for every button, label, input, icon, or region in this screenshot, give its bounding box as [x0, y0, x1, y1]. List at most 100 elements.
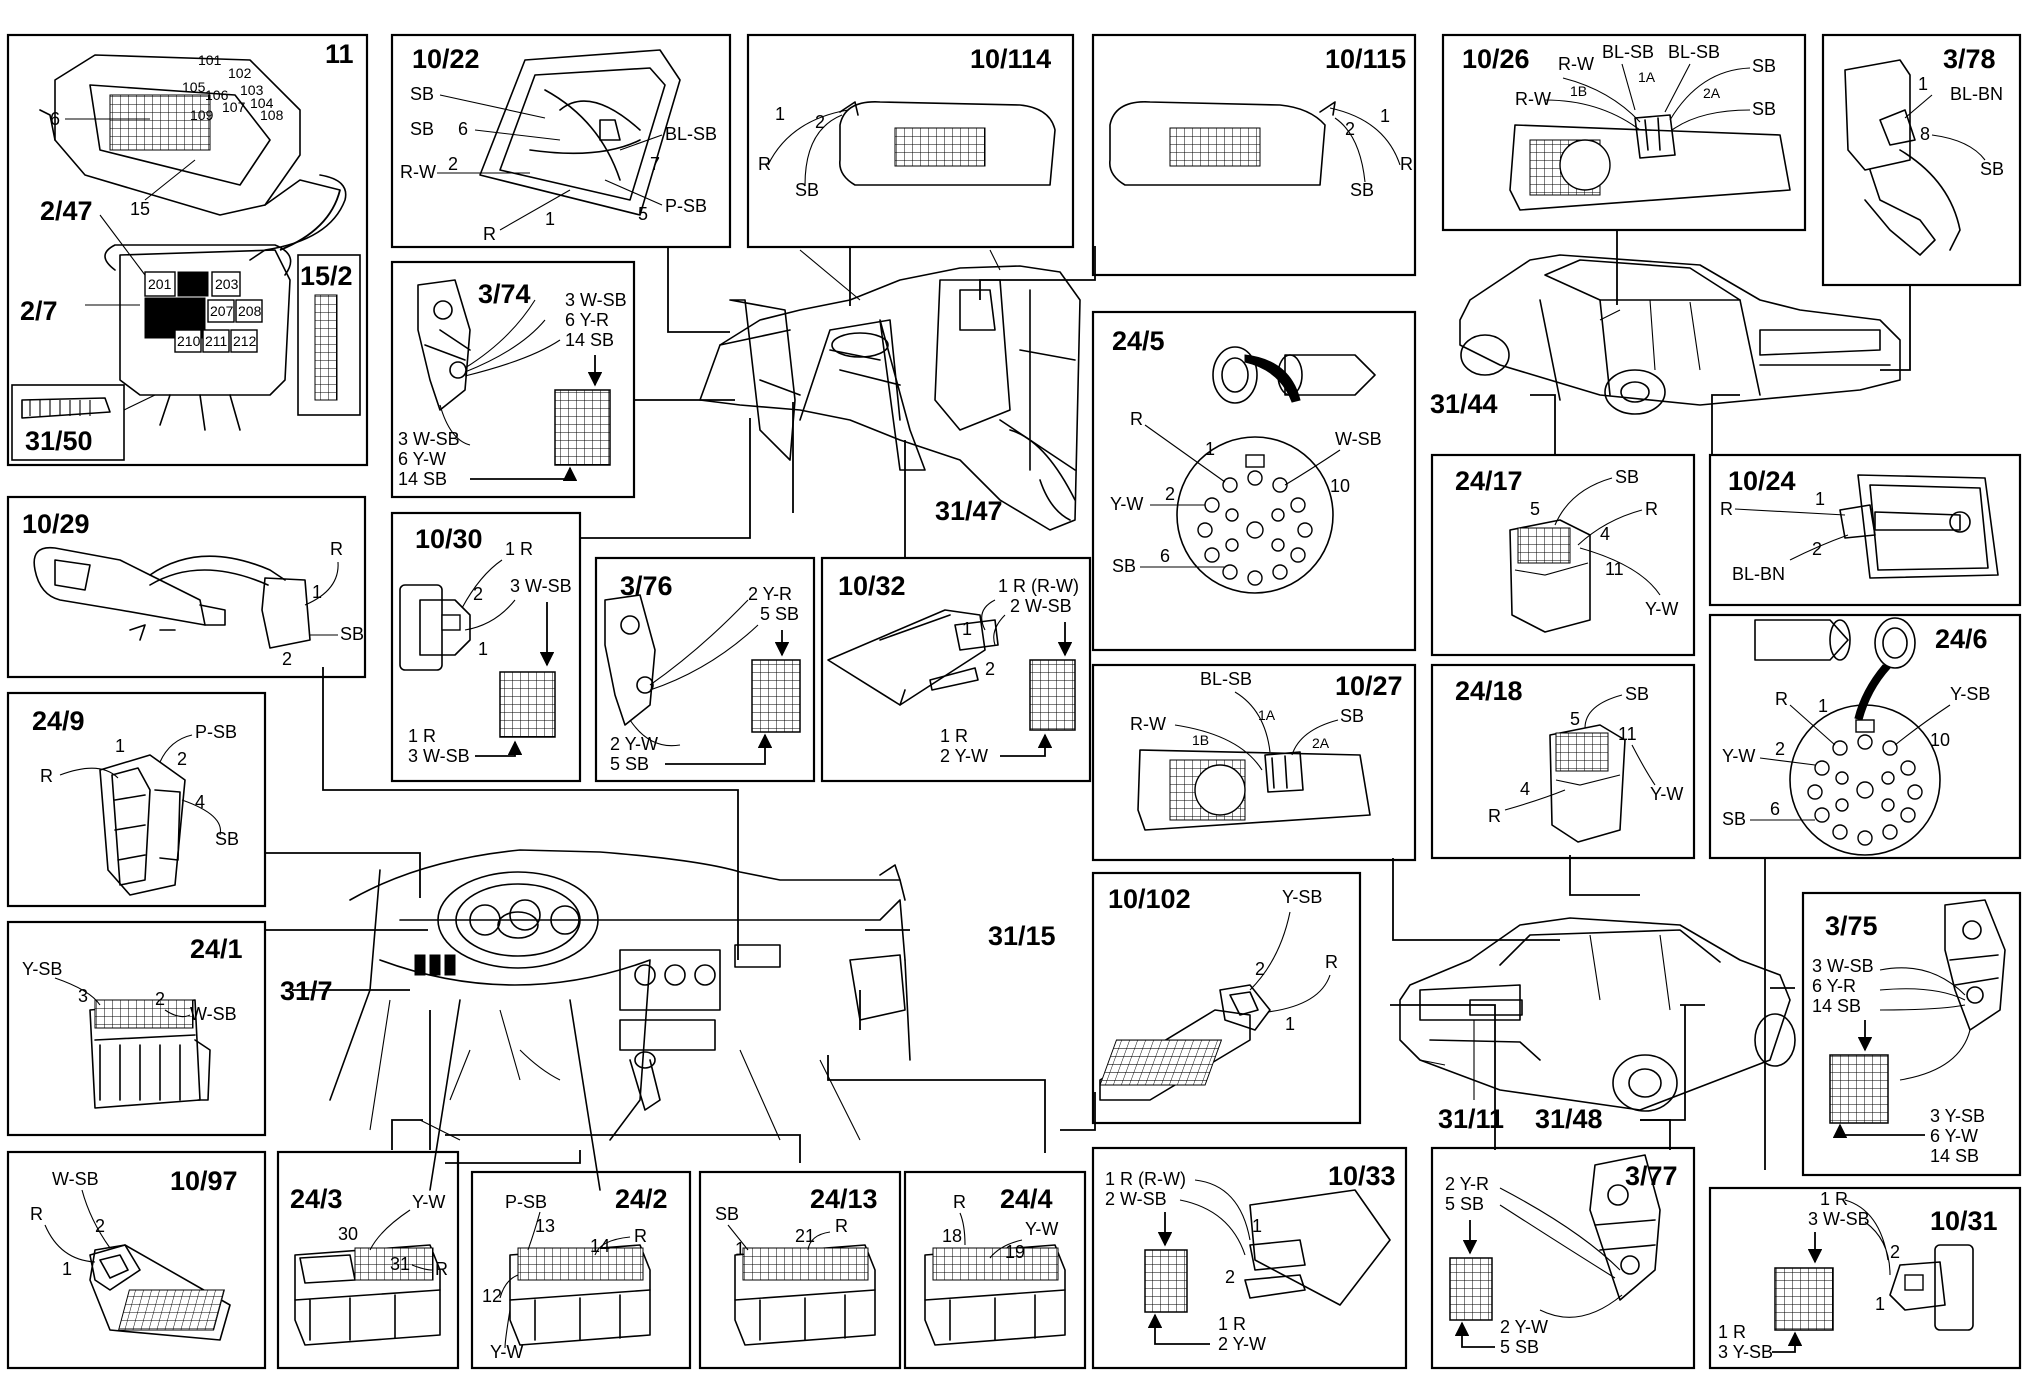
svg-text:Y-SB: Y-SB [22, 959, 62, 979]
svg-text:2 Y-W: 2 Y-W [1218, 1334, 1266, 1354]
svg-text:31: 31 [390, 1254, 410, 1274]
svg-text:211: 211 [205, 333, 228, 349]
label-31-7: 31/7 [280, 976, 333, 1006]
svg-text:SB: SB [1752, 56, 1776, 76]
svg-text:10/114: 10/114 [970, 44, 1051, 74]
svg-text:24/18: 24/18 [1455, 676, 1523, 706]
svg-text:6: 6 [1770, 799, 1780, 819]
svg-text:1: 1 [1285, 1014, 1295, 1034]
svg-text:R-W: R-W [400, 162, 436, 182]
svg-text:SB: SB [1980, 159, 2004, 179]
panel-10-97: 10/97 W-SB 2 R 1 [6, 1150, 267, 1370]
panel-2-47-title: 2/47 [40, 196, 93, 226]
panel-24-9: 24/9 1 P-SB 2 R 4 SB [6, 691, 267, 908]
svg-text:11: 11 [1618, 724, 1637, 744]
panel-10-29: 10/29 R 1 SB 2 [6, 495, 367, 679]
svg-text:2 Y-W: 2 Y-W [610, 734, 658, 754]
svg-text:11: 11 [1605, 559, 1624, 579]
svg-text:6 Y-R: 6 Y-R [1812, 976, 1856, 996]
panel-10-31: 10/31 1 R 3 W-SB 2 1 1 R 3 Y-SB [1708, 1186, 2022, 1370]
svg-text:105: 105 [182, 79, 206, 95]
svg-text:1: 1 [1875, 1294, 1885, 1314]
panel-10-22: 10/22 SB SB 6 R-W 2 R 1 BL-SB 7 P-SB 5 [390, 33, 732, 249]
svg-text:R: R [1325, 952, 1338, 972]
svg-text:10/102: 10/102 [1108, 884, 1191, 914]
panel-31-50-title: 31/50 [25, 426, 93, 456]
svg-text:19: 19 [1005, 1242, 1025, 1262]
svg-text:201: 201 [148, 276, 172, 292]
svg-text:24/9: 24/9 [32, 706, 85, 736]
svg-text:2: 2 [1812, 539, 1822, 559]
svg-text:3/75: 3/75 [1825, 911, 1878, 941]
svg-text:SB: SB [410, 84, 434, 104]
panel-title: 11 [325, 39, 354, 69]
svg-text:10/30: 10/30 [415, 524, 483, 554]
svg-text:2: 2 [1255, 959, 1265, 979]
svg-text:R: R [483, 224, 496, 244]
svg-text:SB: SB [795, 180, 819, 200]
svg-text:1B: 1B [1192, 732, 1209, 748]
svg-text:SB: SB [1625, 684, 1649, 704]
svg-text:10/115: 10/115 [1325, 44, 1406, 74]
svg-text:2: 2 [1775, 739, 1785, 759]
svg-text:2: 2 [1345, 119, 1355, 139]
svg-text:Y-W: Y-W [1650, 784, 1683, 804]
car-interior-drawing [699, 249, 1081, 531]
svg-text:1: 1 [115, 736, 125, 756]
svg-text:P-SB: P-SB [665, 196, 707, 216]
svg-text:1: 1 [478, 639, 488, 659]
svg-text:5: 5 [638, 204, 648, 224]
svg-text:3/78: 3/78 [1943, 44, 1996, 74]
panel-3-77: 3/77 2 Y-R 5 SB 2 Y-W 5 SB [1430, 1146, 1696, 1370]
panel-3-78: 3/78 1 BL-BN 8 SB [1821, 33, 2022, 287]
svg-text:3 W-SB: 3 W-SB [565, 290, 627, 310]
svg-text:1 R: 1 R [1218, 1314, 1246, 1334]
svg-text:5 SB: 5 SB [1445, 1194, 1484, 1214]
panel-24-4: 24/4 R Y-W 18 19 [903, 1170, 1087, 1370]
panel-2-7-title: 2/7 [20, 296, 58, 326]
panel-10-115: 10/115 1 2 R SB [1091, 33, 1417, 277]
panel-3-76: 3/76 2 Y-R 5 SB 2 Y-W 5 SB [594, 556, 816, 783]
svg-text:BL-BN: BL-BN [1732, 564, 1785, 584]
label-31-15: 31/15 [988, 921, 1056, 951]
svg-text:2 W-SB: 2 W-SB [1010, 596, 1072, 616]
svg-text:24/4: 24/4 [1000, 1184, 1053, 1214]
svg-text:1 R: 1 R [1718, 1322, 1746, 1342]
svg-text:109: 109 [190, 107, 214, 123]
svg-text:207: 207 [210, 303, 234, 319]
panel-10-26: 10/26 R-W BL-SB BL-SB SB R-W 1B 1A 2A SB [1441, 33, 1807, 232]
svg-text:1: 1 [1205, 439, 1215, 459]
svg-text:212: 212 [233, 333, 257, 349]
sedan-rear-drawing [1399, 917, 1796, 1112]
svg-text:R: R [953, 1192, 966, 1212]
svg-text:24/17: 24/17 [1455, 466, 1523, 496]
svg-text:R: R [1775, 689, 1788, 709]
svg-text:3 Y-SB: 3 Y-SB [1718, 1342, 1773, 1362]
panel-24-17: 24/17 5 SB R 4 11 Y-W [1430, 453, 1696, 657]
svg-text:21: 21 [795, 1226, 815, 1246]
svg-text:3 W-SB: 3 W-SB [398, 429, 460, 449]
svg-text:Y-W: Y-W [1645, 599, 1678, 619]
svg-text:2: 2 [1890, 1242, 1900, 1262]
svg-text:24/3: 24/3 [290, 1184, 343, 1214]
svg-text:6: 6 [1160, 546, 1170, 566]
svg-text:R: R [1645, 499, 1658, 519]
svg-text:6: 6 [50, 109, 60, 129]
svg-text:R: R [634, 1226, 647, 1246]
svg-text:14: 14 [590, 1236, 610, 1256]
svg-text:5 SB: 5 SB [1500, 1337, 1539, 1357]
svg-text:2: 2 [155, 989, 165, 1009]
svg-text:102: 102 [228, 65, 252, 81]
svg-text:10/31: 10/31 [1930, 1206, 1998, 1236]
svg-text:Y-W: Y-W [412, 1192, 445, 1212]
svg-text:W-SB: W-SB [52, 1169, 99, 1189]
svg-text:10/33: 10/33 [1328, 1161, 1396, 1191]
panel-10-24: 10/24 R 1 2 BL-BN [1708, 453, 2022, 607]
svg-text:24/2: 24/2 [615, 1184, 668, 1214]
svg-text:R: R [30, 1204, 43, 1224]
svg-text:10/27: 10/27 [1335, 671, 1403, 701]
svg-text:R: R [1130, 409, 1143, 429]
svg-text:1 R: 1 R [408, 726, 436, 746]
svg-text:3: 3 [78, 986, 88, 1006]
